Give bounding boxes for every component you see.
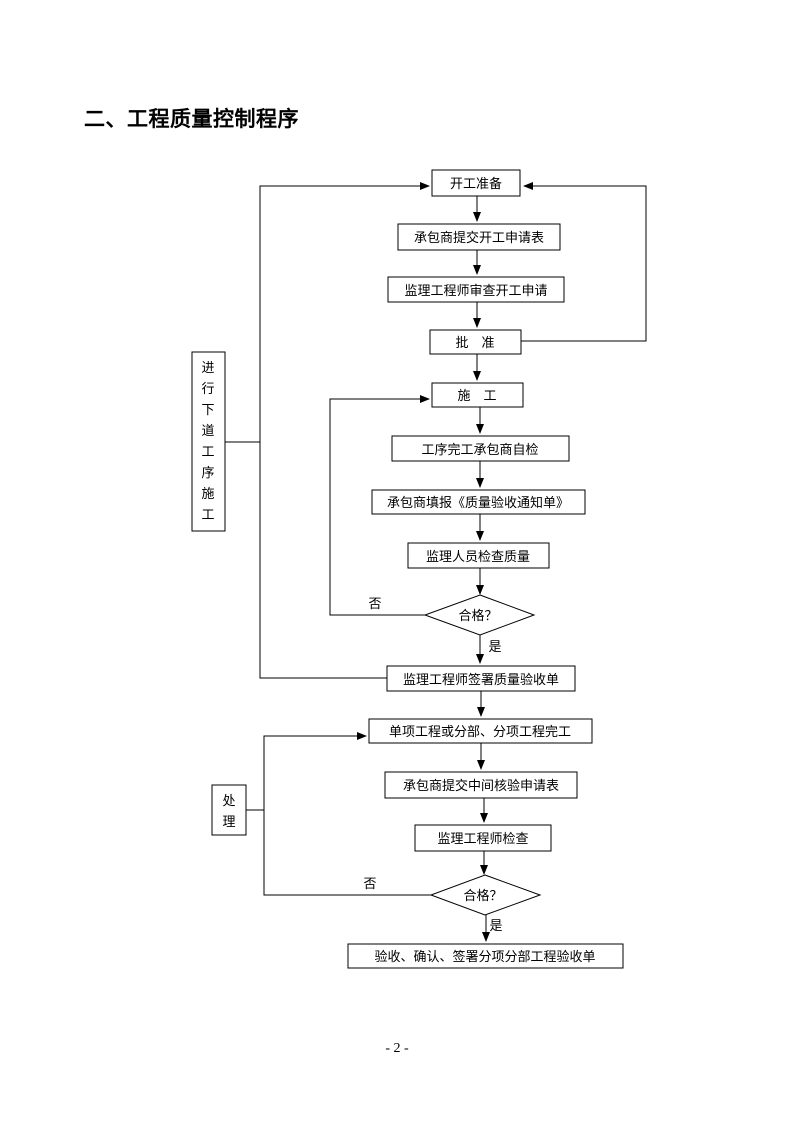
node-supervisor-check-quality-label: 监理人员检查质量 [426,550,530,565]
node-contractor-submit-start-request-label: 承包商提交开工申请表 [414,230,544,246]
decision-qualified-2-label: 合格？ [463,888,502,904]
handle-char: 处 [222,794,235,809]
handle-char: 理 [222,815,235,830]
node-engineer-sign-acceptance-label: 监理工程师签署质量验收单 [403,672,559,688]
decision-qualified-1-label: 合格？ [458,608,497,624]
page-title: 二、工程质量控制程序 [84,107,299,131]
node-engineer-review-start-request: 监理工程师审查开工申请 [387,276,565,303]
side-box-handle: 处 理 [211,784,247,836]
node-supervisor-check-quality: 监理人员检查质量 [407,542,550,569]
next-process-char: 下 [201,403,214,418]
side-box-next-process: 进 行 下 道 工 序 施 工 [191,351,226,532]
decision-2-no-label: 否 [363,877,376,892]
node-engineer-inspect-label: 监理工程师检查 [437,832,528,847]
node-final-acceptance-label: 验收、确认、签署分项分部工程验收单 [374,949,595,965]
node-engineer-sign-acceptance: 监理工程师签署质量验收单 [386,665,576,692]
node-contractor-submit-intermediate-label: 承包商提交中间核验申请表 [403,778,559,794]
node-submit-quality-notice-label: 承包商填报《质量验收通知单》 [387,495,569,511]
decision-1-yes-label: 是 [488,640,501,655]
decision1-no-connector [329,395,430,616]
node-start-prep-label: 开工准备 [450,176,502,192]
node-unit-work-complete: 单项工程或分部、分项工程完工 [368,718,593,744]
next-process-loop-connector [259,182,430,679]
approve-loop-connector [521,182,647,342]
next-process-char: 序 [201,466,214,481]
next-process-char: 施 [201,487,214,502]
decision-2-yes-label: 是 [489,919,502,934]
decision-qualified-2: 合格？ [429,874,542,916]
node-submit-quality-notice: 承包商填报《质量验收通知单》 [371,489,586,515]
next-process-char: 工 [201,508,214,523]
decision2-no-connector [263,732,431,896]
node-final-acceptance: 验收、确认、签署分项分部工程验收单 [347,943,624,969]
node-engineer-inspect: 监理工程师检查 [414,824,552,852]
node-unit-work-complete-label: 单项工程或分部、分项工程完工 [389,725,571,740]
node-construct-label: 施 工 [457,389,496,404]
next-process-char: 道 [201,424,214,439]
node-approve-label: 批 准 [455,336,494,351]
decision-qualified-1: 合格？ [423,594,536,636]
node-process-self-check-label: 工序完工承包商自检 [421,443,538,458]
node-construct: 施 工 [431,382,524,408]
decision-1-no-label: 否 [368,597,381,612]
next-process-char: 行 [201,382,214,397]
node-engineer-review-start-request-label: 监理工程师审查开工申请 [404,284,547,299]
node-approve: 批 准 [429,329,522,355]
node-contractor-submit-intermediate: 承包商提交中间核验申请表 [384,771,578,799]
page-number: - 2 - [385,1041,409,1056]
node-start-prep: 开工准备 [431,169,521,197]
node-process-self-check: 工序完工承包商自检 [391,435,570,462]
next-process-char: 进 [201,361,214,376]
next-process-char: 工 [201,445,214,460]
node-contractor-submit-start-request: 承包商提交开工申请表 [397,223,561,251]
